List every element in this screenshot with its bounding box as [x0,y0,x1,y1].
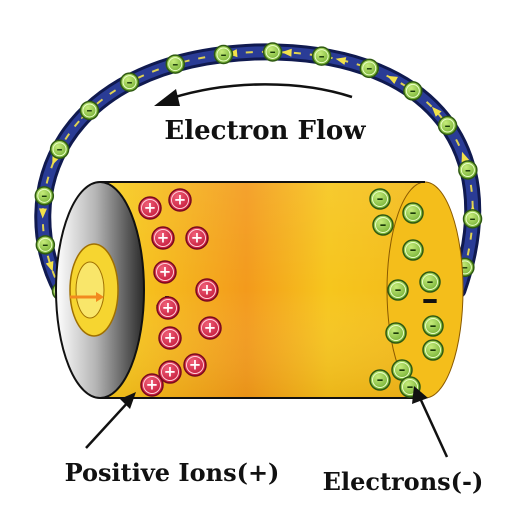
svg-text:–: – [399,362,406,378]
arrow-icon [412,386,428,404]
plus-circle-icon: + [158,326,182,350]
minus-circle-icon: – [369,188,391,210]
minus-circle-icon: – [387,279,409,301]
svg-text:–: – [465,163,471,177]
minus-circle-icon: – [419,271,441,293]
svg-text:+: + [144,199,156,217]
minus-circle-icon: – [79,100,100,121]
arrow-icon [335,57,347,65]
svg-text:–: – [172,57,178,71]
arrow-icon [387,75,398,85]
plus-circle-icon: + [138,196,162,220]
svg-text:+: + [204,319,216,337]
svg-text:+: + [174,191,186,209]
svg-text:+: + [189,356,201,374]
minus-circle-icon: – [35,235,56,255]
arrow-icon [281,48,292,57]
svg-text:–: – [430,342,437,358]
svg-text:+: + [191,229,203,247]
plus-circle-icon: + [168,188,192,212]
minus-circle-icon: – [458,160,478,180]
arrow-icon [461,151,470,163]
svg-text:–: – [445,118,451,132]
svg-text:–: – [427,274,434,290]
minus-circle-icon: – [213,44,234,65]
minus-circle-icon: – [422,315,444,337]
arrow-icon [120,392,136,409]
minus-circle-icon: – [402,239,424,261]
svg-text:–: – [380,217,387,233]
svg-text:–: – [395,282,402,298]
svg-text:+: + [159,263,171,281]
minus-circle-icon: – [372,214,394,236]
minus-circle-icon: – [385,322,407,344]
svg-text:+: + [146,376,158,394]
svg-text:–: – [42,238,48,252]
svg-text:–: – [410,242,417,258]
minus-circle-icon: – [422,339,444,361]
svg-text:–: – [430,318,437,334]
svg-text:–: – [410,84,416,98]
minus-circle-icon: – [437,115,458,136]
svg-text:–: – [41,189,47,203]
plus-circle-icon: + [183,353,207,377]
svg-text:–: – [127,75,133,89]
electron-flow-arrow [154,83,353,106]
minus-circle-icon: – [49,139,70,160]
svg-text:–: – [57,142,63,156]
arrow-icon [154,89,180,106]
plus-circle-icon: + [140,373,164,397]
plus-circle-icon: + [185,226,209,250]
svg-text:–: – [377,191,384,207]
svg-text:+: + [164,329,176,347]
minus-circle-icon: – [462,209,483,229]
positive-ions-pointer [85,392,136,449]
minus-circle-icon: – [165,54,186,74]
svg-text:+: + [157,229,169,247]
arrow-icon [431,106,442,117]
svg-text:–: – [220,47,226,61]
arrow-icon [45,261,54,272]
minus-circle-icon: – [359,58,379,79]
plus-circle-icon: + [156,296,180,320]
positive-ions-label: Positive Ions(+) [65,458,280,487]
positive-ions: ++++++++++++ [138,188,222,397]
svg-text:–: – [407,379,414,395]
svg-text:–: – [377,372,384,388]
electrons-label: Electrons(-) [323,467,484,496]
svg-text:–: – [86,103,92,117]
svg-text:–: – [469,212,475,226]
svg-text:–: – [410,205,417,221]
plus-circle-icon: + [195,278,219,302]
svg-text:–: – [462,260,468,274]
svg-text:–: – [366,61,372,75]
svg-text:–: – [270,45,276,59]
minus-circle-icon: – [119,72,140,92]
minus-circle-icon: – [262,42,283,62]
svg-text:+: + [162,299,174,317]
minus-circle-icon: – [402,202,424,224]
electron-flow-label: Electron Flow [164,116,366,146]
plus-circle-icon: + [198,316,222,340]
minus-circle-icon: – [311,46,332,66]
svg-text:+: + [201,281,213,299]
minus-circle-icon: – [369,369,391,391]
svg-text:–: – [393,325,400,341]
arrow-icon [38,208,47,219]
battery-electrons: –––––––––––– [369,188,444,398]
plus-circle-icon: + [158,360,182,384]
plus-circle-icon: + [153,260,177,284]
plus-circle-icon: + [151,226,175,250]
minus-circle-icon: – [403,81,423,101]
electrons-pointer [412,386,449,458]
minus-circle-icon: – [34,186,55,206]
svg-text:+: + [164,363,176,381]
svg-text:–: – [319,49,325,63]
